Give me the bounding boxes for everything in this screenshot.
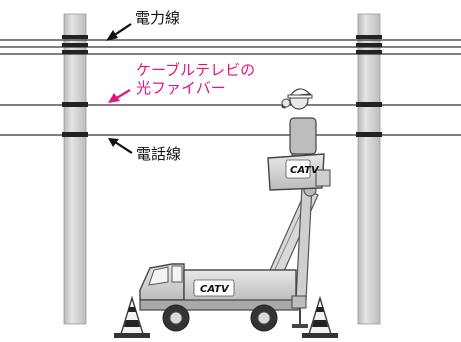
pole-clamps [62,35,382,137]
fiber-optic-label-line1: ケーブルテレビの [136,61,256,79]
fiber-optic-label-line2: 光ファイバー [136,79,226,97]
catv-logo-truck: CATV [200,284,230,295]
catv-truck [139,263,308,328]
telephone-line-label: 電話線 [136,145,182,163]
worker [281,88,317,161]
aerial-bucket [267,153,331,191]
power-line-label: 電力線 [135,9,181,27]
utility-pole-right [357,13,381,325]
catv-logo-bucket: CATV [290,165,320,176]
traffic-cone-left [114,295,150,338]
traffic-cone-right [302,295,338,338]
power-line-arrow [106,23,132,41]
telephone-line-arrow [108,138,133,154]
utility-pole-left [63,13,87,325]
truck-wheels [162,304,278,332]
fiber-arrow [108,89,131,103]
